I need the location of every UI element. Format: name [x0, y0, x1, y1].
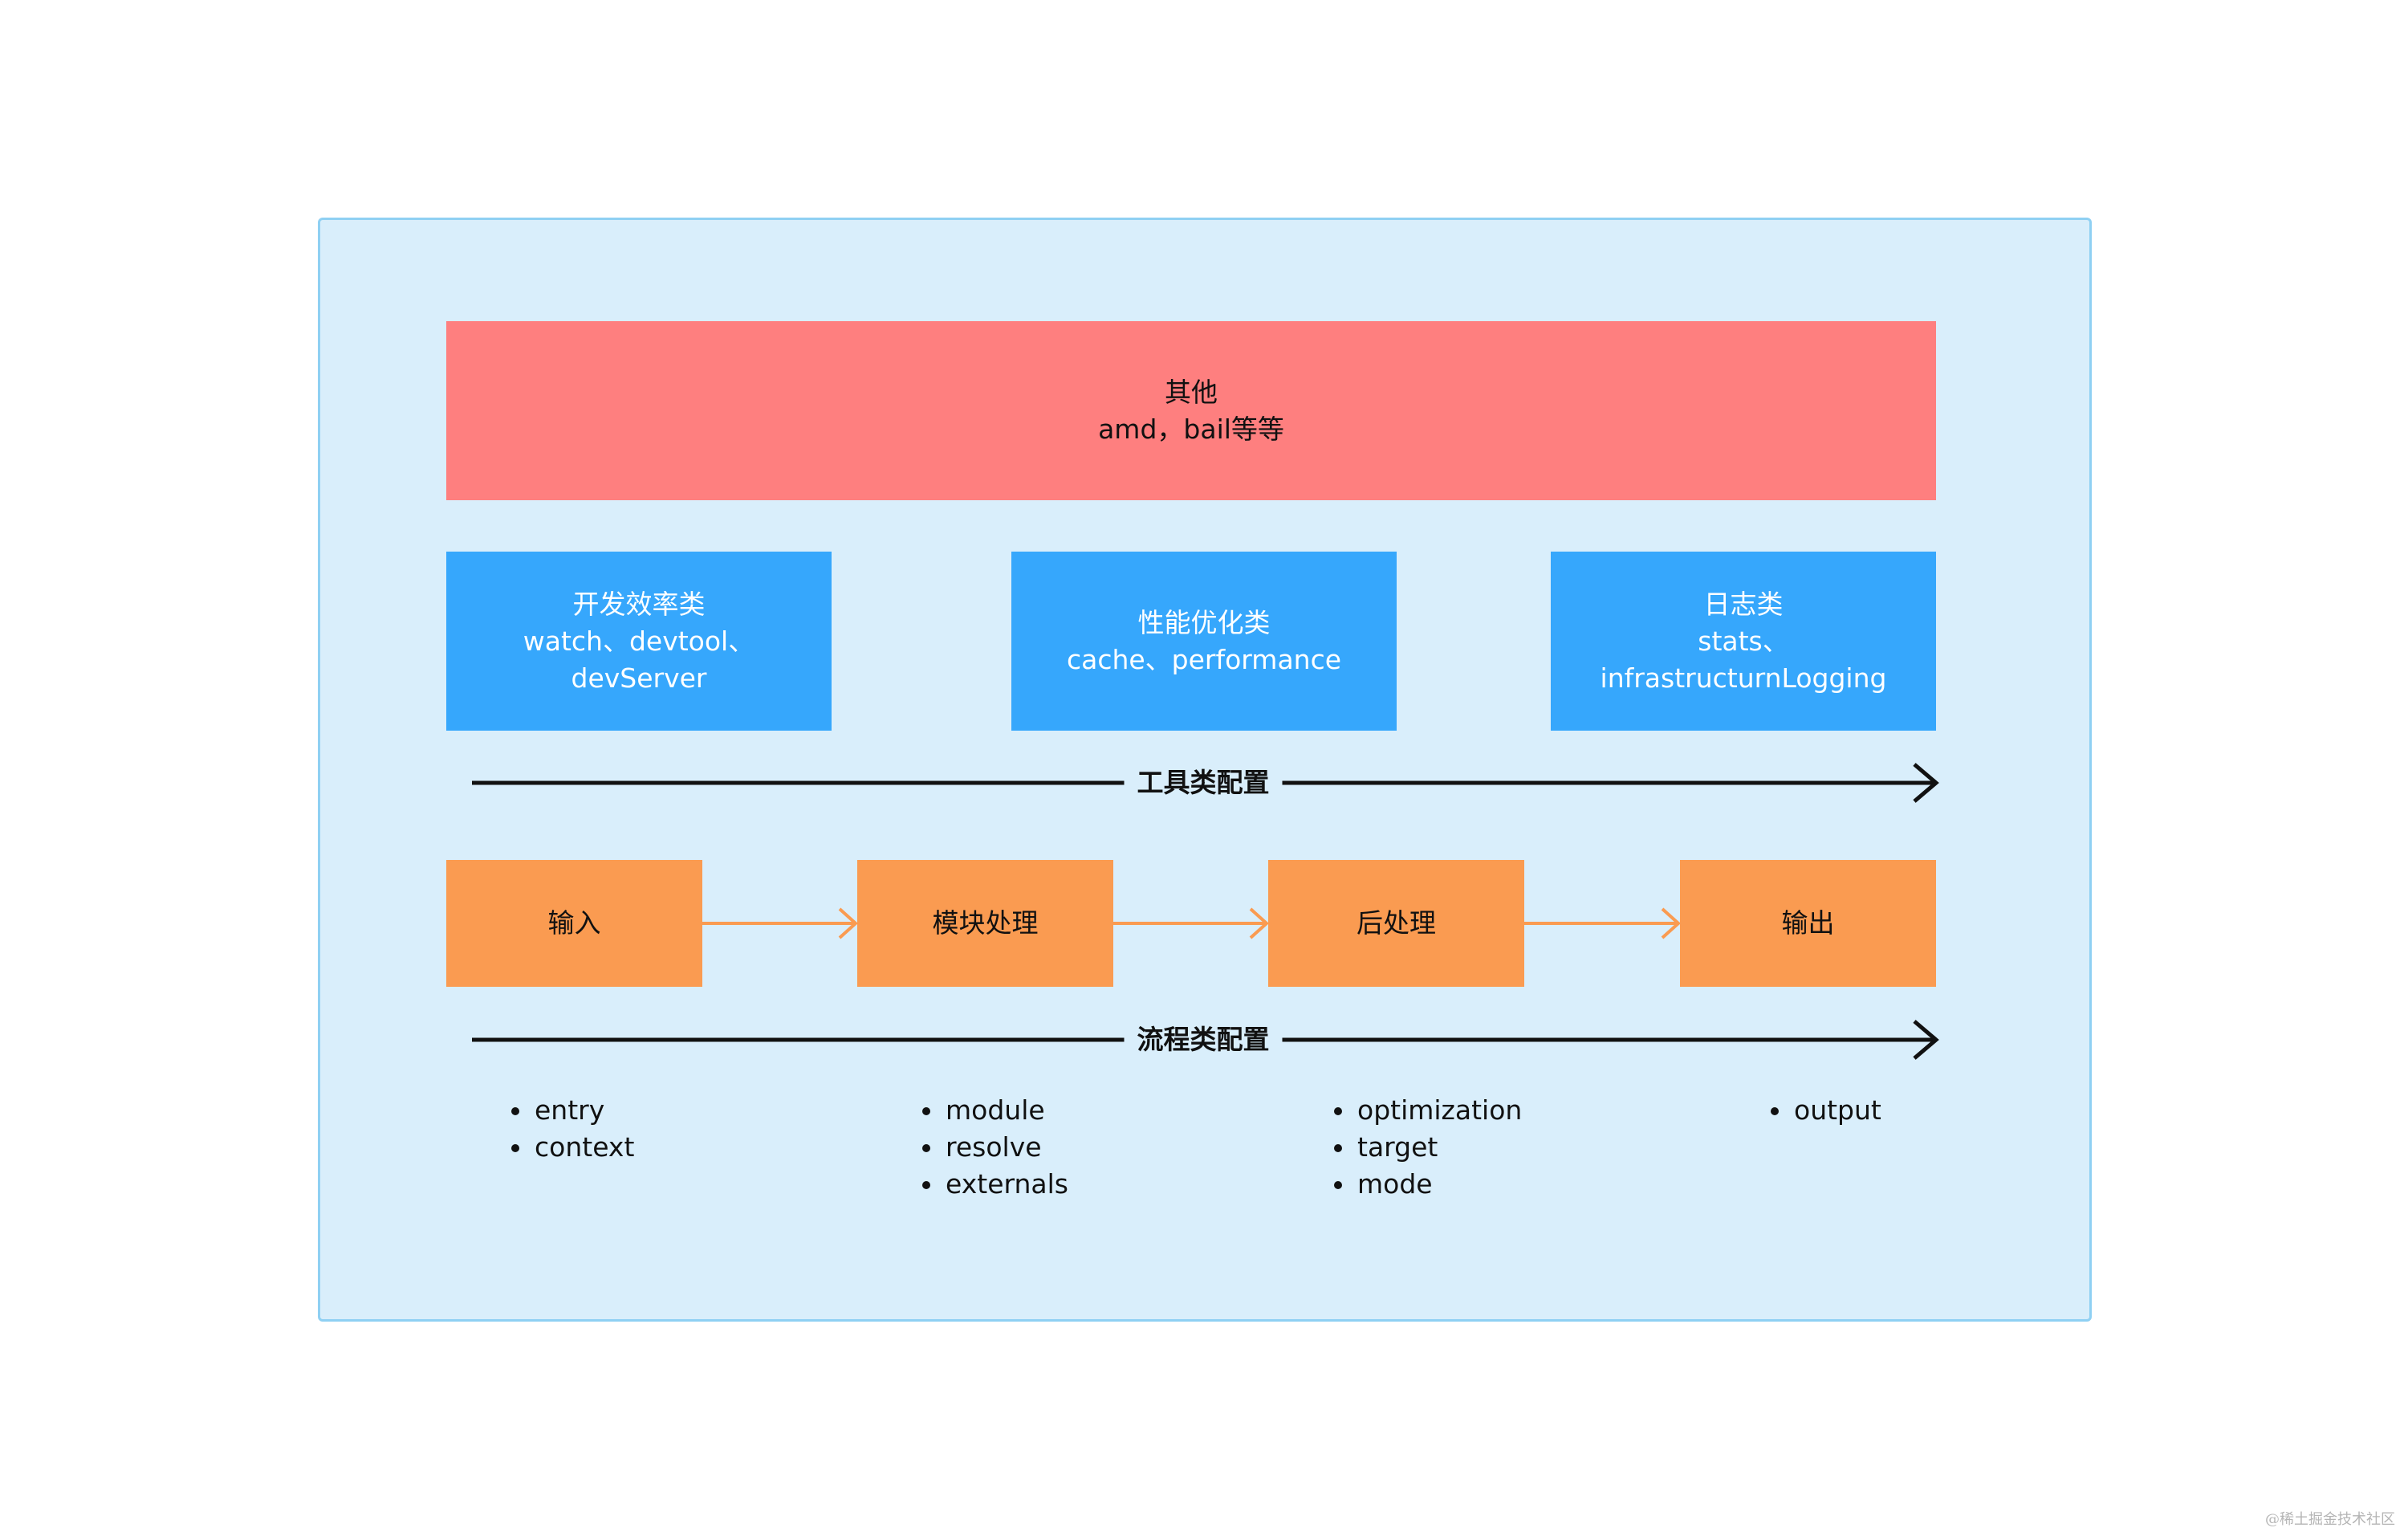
tool-box-line: cache、performance: [1066, 643, 1342, 675]
list-item: output: [1792, 1092, 1881, 1129]
list-item: mode: [1356, 1166, 1522, 1203]
flow-step-label: 后处理: [1357, 907, 1436, 939]
other-config-subtitle: amd，bail等等: [1098, 413, 1284, 445]
tool-box-performance: 性能优化类 cache、performance: [1011, 552, 1397, 731]
list-item: externals: [944, 1166, 1068, 1203]
list-item: resolve: [944, 1129, 1068, 1166]
flow-step-module-processing: 模块处理: [857, 860, 1113, 987]
list-item: optimization: [1356, 1092, 1522, 1129]
tool-box-title: 日志类: [1703, 588, 1784, 620]
list-item: context: [533, 1129, 634, 1166]
tool-box-line: infrastructurnLogging: [1600, 662, 1887, 694]
bullet-list-post-processing: optimization target mode: [1332, 1092, 1522, 1203]
flow-config-axis-label: 流程类配置: [1124, 1021, 1283, 1058]
watermark: @稀土掘金技术社区: [2265, 1511, 2395, 1528]
bullet-list-input: entry context: [509, 1092, 634, 1166]
bullet-list-output: output: [1768, 1092, 1881, 1129]
flow-step-output: 输出: [1680, 860, 1936, 987]
tool-box-title: 开发效率类: [572, 588, 706, 620]
bullet-list-module-processing: module resolve externals: [920, 1092, 1068, 1203]
list-item: entry: [533, 1092, 634, 1129]
tool-box-line: devServer: [571, 662, 707, 694]
tool-box-line: stats、: [1698, 625, 1789, 657]
flow-step-label: 输入: [547, 907, 601, 939]
tool-config-axis-label: 工具类配置: [1124, 764, 1283, 801]
tool-box-line: watch、devtool、: [523, 625, 755, 657]
flow-step-label: 模块处理: [932, 907, 1039, 939]
tool-box-dev-efficiency: 开发效率类 watch、devtool、 devServer: [446, 552, 832, 731]
flow-step-post-processing: 后处理: [1268, 860, 1524, 987]
tool-box-title: 性能优化类: [1137, 606, 1271, 638]
list-item: target: [1356, 1129, 1522, 1166]
tool-box-logging: 日志类 stats、 infrastructurnLogging: [1551, 552, 1936, 731]
flow-step-input: 输入: [446, 860, 702, 987]
flow-step-label: 输出: [1781, 907, 1835, 939]
other-config-title: 其他: [1165, 376, 1218, 408]
other-config-box: 其他 amd，bail等等: [446, 321, 1936, 500]
list-item: module: [944, 1092, 1068, 1129]
